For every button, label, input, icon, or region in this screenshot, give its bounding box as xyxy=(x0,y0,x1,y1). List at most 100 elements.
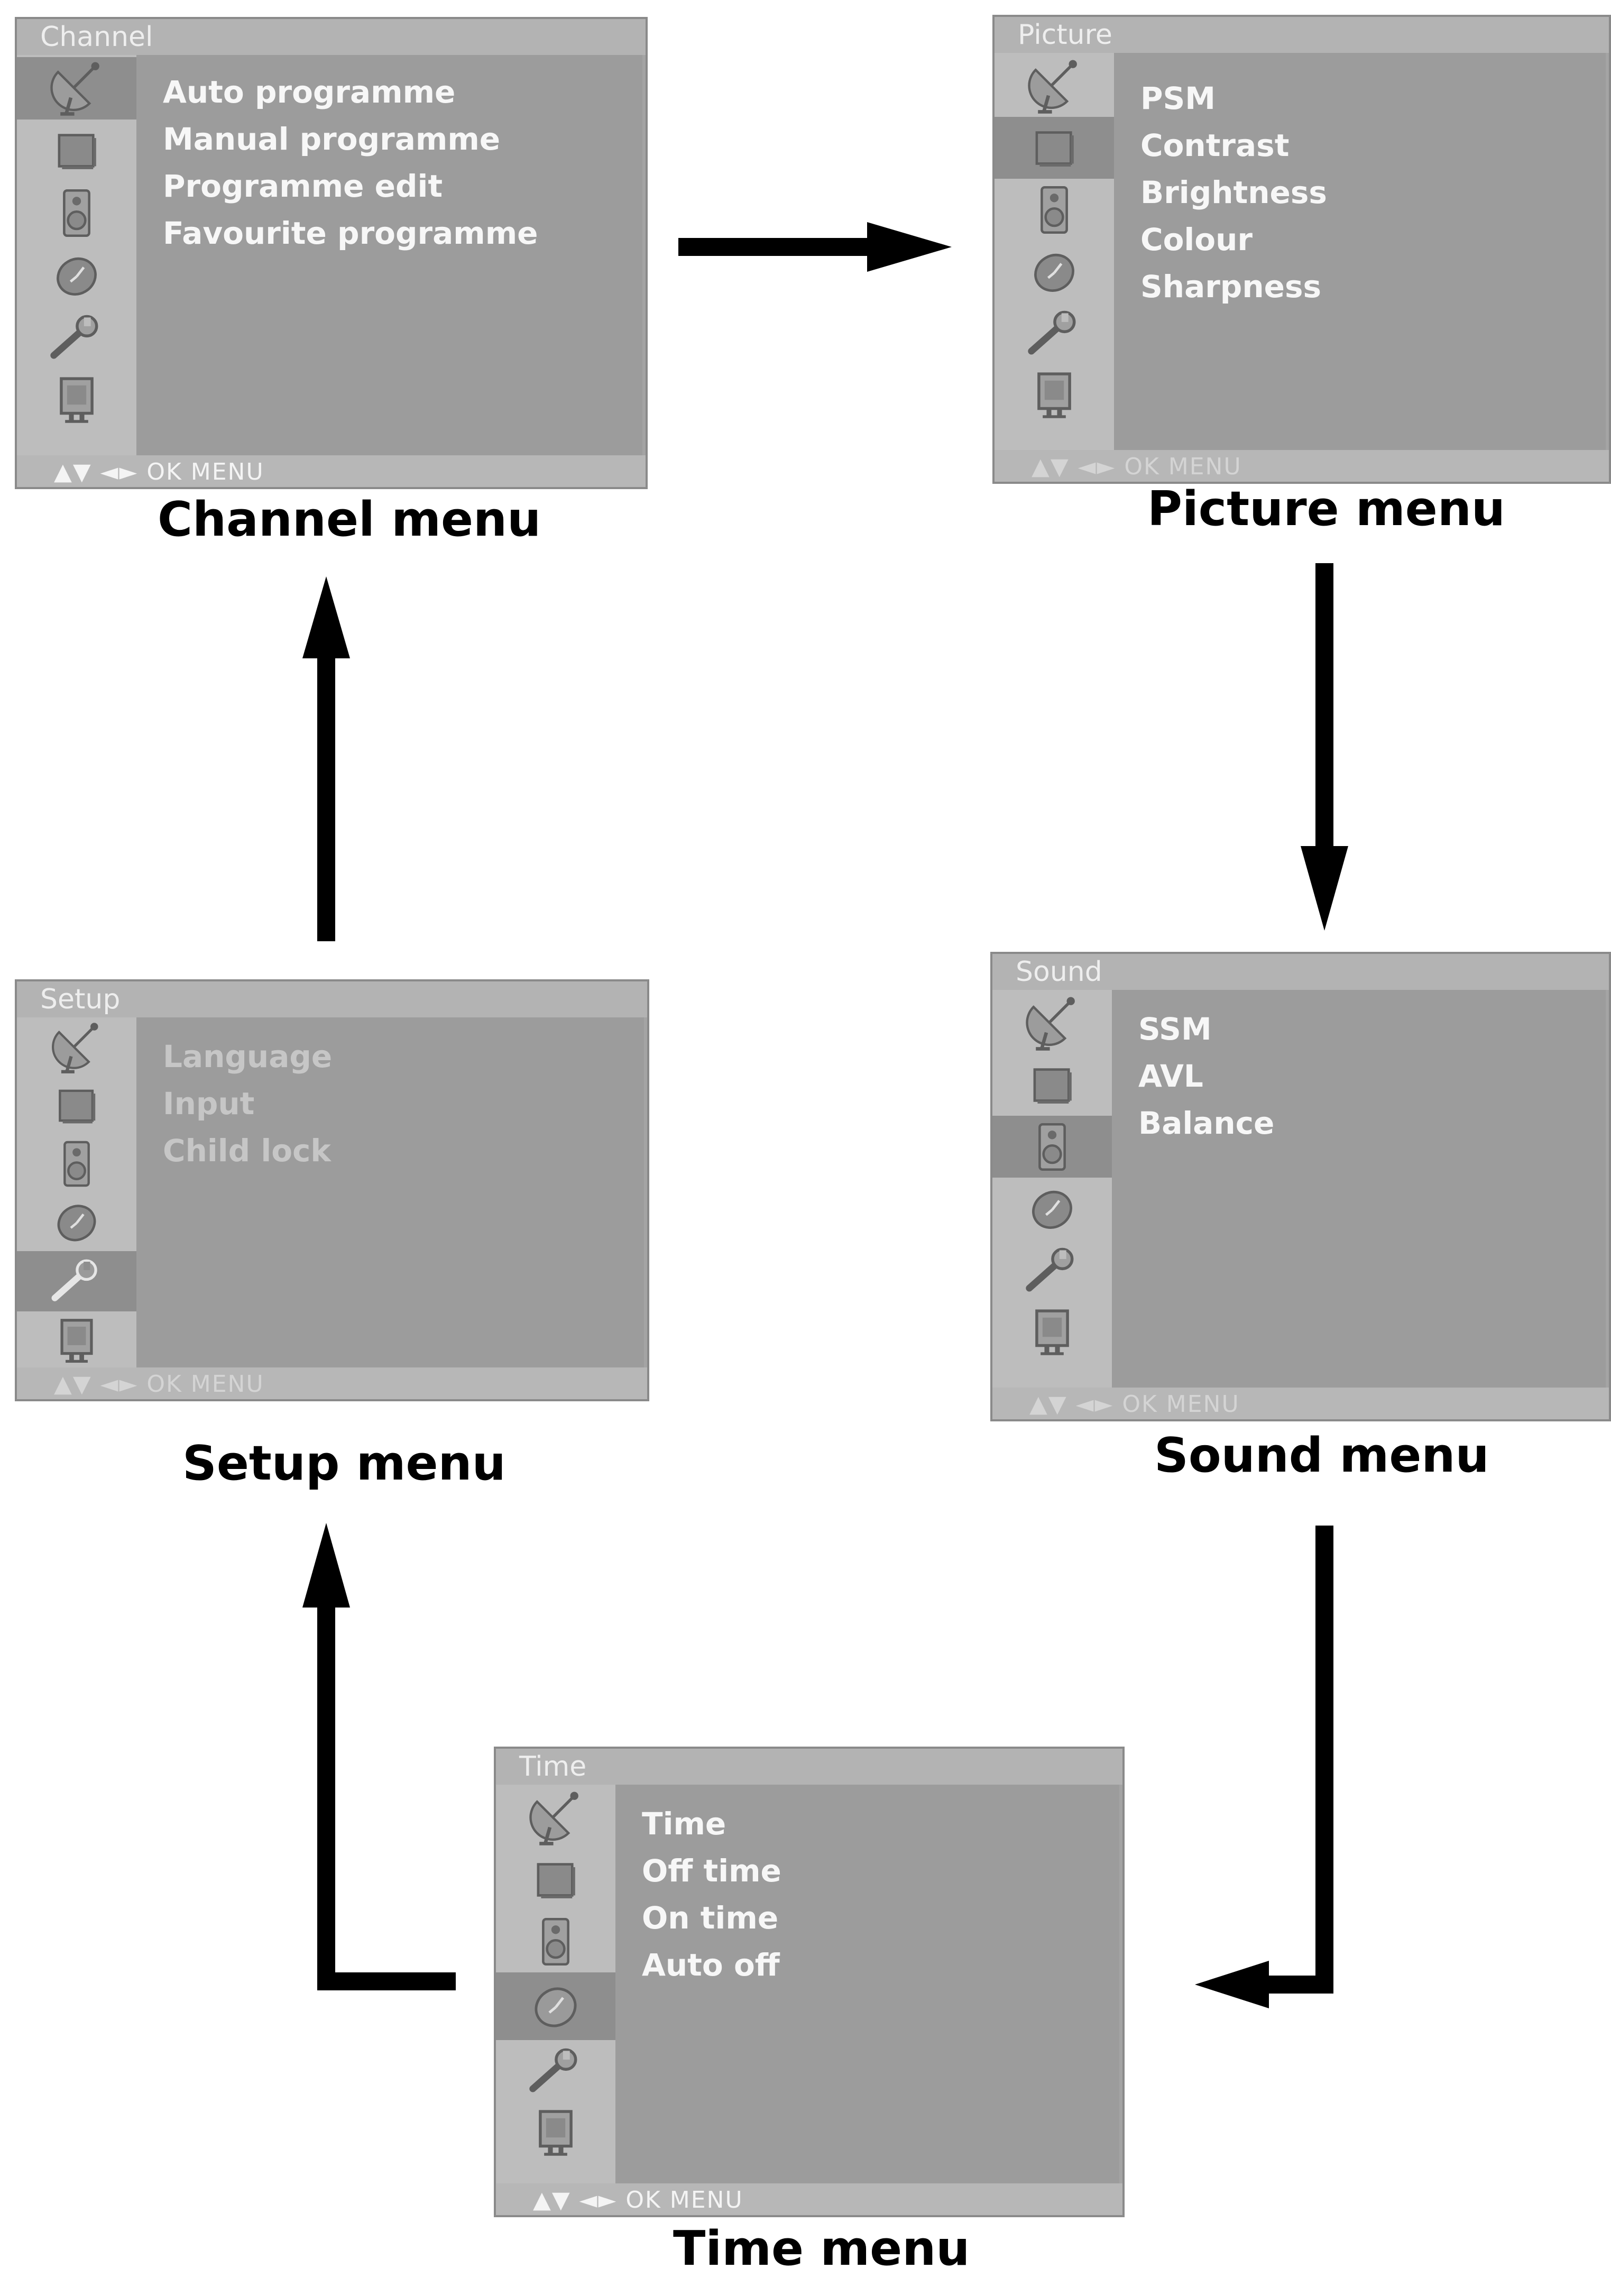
sidebar-item-sound[interactable] xyxy=(496,1911,615,1972)
sidebar-item-picture[interactable] xyxy=(992,1054,1112,1116)
sidebar-item-tv[interactable] xyxy=(992,1301,1112,1363)
clock-icon xyxy=(1034,253,1074,292)
menu-item[interactable]: Balance xyxy=(1138,1105,1275,1141)
sound-menu-caption: Sound menu xyxy=(1154,1428,1489,1483)
setup-menu-panel: Setup Language Input Child lock ▲▼ ◄► OK… xyxy=(15,979,649,1401)
channel-menu-sidebar xyxy=(17,55,136,461)
wrench-icon xyxy=(1026,1247,1074,1292)
nav-hint: ▲▼ ◄► OK MENU xyxy=(533,2187,743,2214)
sidebar-item-channel[interactable] xyxy=(17,57,136,120)
menu-item[interactable]: Auto programme xyxy=(163,74,456,110)
sidebar-item-tv[interactable] xyxy=(17,369,136,431)
menu-item[interactable]: Child lock xyxy=(163,1133,332,1169)
menu-item[interactable]: Time xyxy=(642,1806,726,1842)
picture-menu-footer: ▲▼ ◄► OK MENU xyxy=(995,450,1609,482)
sidebar-item-tv[interactable] xyxy=(496,2102,615,2164)
sidebar-item-picture[interactable] xyxy=(496,1849,615,1911)
channel-menu-caption: Channel menu xyxy=(158,492,541,547)
arrow-channel-to-picture xyxy=(678,222,952,272)
sidebar-item-time[interactable] xyxy=(17,244,136,307)
clock-icon xyxy=(57,1205,96,1242)
menu-item[interactable]: Colour xyxy=(1140,222,1253,258)
wrench-icon xyxy=(1028,310,1076,355)
time-menu-title: Time xyxy=(519,1751,587,1783)
arrow-picture-to-sound xyxy=(1301,563,1348,931)
menu-item[interactable]: Favourite programme xyxy=(163,215,538,251)
speaker-icon xyxy=(63,189,90,237)
menu-item[interactable]: Auto off xyxy=(642,1947,780,1983)
time-menu-footer: ▲▼ ◄► OK MENU xyxy=(496,2183,1122,2215)
menu-item[interactable]: Contrast xyxy=(1140,127,1290,163)
setup-menu-sidebar xyxy=(17,1017,136,1373)
setup-menu-footer: ▲▼ ◄► OK MENU xyxy=(17,1367,647,1399)
picture-icon xyxy=(1035,131,1074,167)
sidebar-item-channel[interactable] xyxy=(992,992,1112,1054)
picture-menu-content: PSM Contrast Brightness Colour Sharpness xyxy=(1114,53,1606,454)
menu-item[interactable]: Programme edit xyxy=(163,168,443,204)
sound-menu-titlebar: Sound xyxy=(992,954,1609,990)
tv-icon xyxy=(60,377,94,423)
menu-item[interactable]: Language xyxy=(163,1039,333,1074)
clock-icon xyxy=(1032,1190,1072,1229)
sidebar-item-channel[interactable] xyxy=(17,1018,136,1077)
picture-icon xyxy=(537,1862,575,1898)
picture-menu-panel: Picture PSM Contrast Brightness Colour S… xyxy=(992,15,1611,484)
picture-icon xyxy=(1033,1068,1072,1104)
sidebar-item-sound[interactable] xyxy=(992,1116,1112,1178)
arrow-setup-to-channel xyxy=(302,576,350,941)
nav-hint: ▲▼ ◄► OK MENU xyxy=(1032,453,1242,480)
setup-menu-content: Language Input Child lock xyxy=(136,1017,644,1373)
sidebar-item-picture[interactable] xyxy=(17,1077,136,1135)
sidebar-item-setup[interactable] xyxy=(17,1251,136,1311)
sidebar-item-setup[interactable] xyxy=(992,1239,1112,1301)
tv-icon xyxy=(539,2109,573,2156)
menu-item[interactable]: AVL xyxy=(1138,1058,1203,1094)
tv-icon xyxy=(1037,372,1071,418)
time-menu-sidebar xyxy=(496,1785,615,2188)
arrow-time-to-setup xyxy=(302,1523,456,1990)
sidebar-item-picture[interactable] xyxy=(17,120,136,182)
menu-item[interactable]: PSM xyxy=(1140,80,1216,116)
menu-item[interactable]: Sharpness xyxy=(1140,269,1321,305)
sidebar-item-sound[interactable] xyxy=(995,179,1114,241)
sidebar-item-setup[interactable] xyxy=(17,307,136,369)
menu-item[interactable]: Input xyxy=(163,1086,255,1122)
nav-hint: ▲▼ ◄► OK MENU xyxy=(1029,1391,1240,1418)
menu-item[interactable]: Manual programme xyxy=(163,121,501,157)
sidebar-item-time[interactable] xyxy=(496,1972,615,2040)
picture-menu-sidebar xyxy=(995,53,1114,454)
satellite-icon xyxy=(1026,997,1075,1051)
satellite-icon xyxy=(1028,60,1077,114)
sidebar-item-time[interactable] xyxy=(17,1193,136,1251)
menu-item[interactable]: SSM xyxy=(1138,1011,1212,1047)
picture-menu-title: Picture xyxy=(1018,19,1112,51)
menu-item[interactable]: Brightness xyxy=(1140,175,1327,210)
speaker-icon xyxy=(1038,1123,1066,1171)
sidebar-item-channel[interactable] xyxy=(995,55,1114,117)
sidebar-item-channel[interactable] xyxy=(496,1787,615,1849)
sidebar-item-tv[interactable] xyxy=(17,1311,136,1371)
menu-item[interactable]: Off time xyxy=(642,1853,781,1889)
clock-icon xyxy=(535,1987,577,2027)
sound-menu-sidebar xyxy=(992,990,1112,1392)
sidebar-item-picture[interactable] xyxy=(995,117,1114,179)
setup-menu-title: Setup xyxy=(40,984,121,1015)
sidebar-item-time[interactable] xyxy=(995,241,1114,302)
nav-hint: ▲▼ ◄► OK MENU xyxy=(54,458,264,485)
sound-menu-content: SSM AVL Balance xyxy=(1112,990,1606,1392)
channel-menu-title: Channel xyxy=(40,21,153,53)
menu-item[interactable]: On time xyxy=(642,1900,779,1936)
sidebar-item-setup[interactable] xyxy=(995,302,1114,364)
channel-menu-content: Auto programme Manual programme Programm… xyxy=(136,55,642,461)
setup-menu-caption: Setup menu xyxy=(182,1436,506,1491)
arrow-sound-to-time xyxy=(1195,1526,1333,2008)
satellite-icon xyxy=(52,1023,98,1073)
sidebar-item-time[interactable] xyxy=(992,1178,1112,1239)
picture-icon xyxy=(59,1089,96,1124)
sound-menu-footer: ▲▼ ◄► OK MENU xyxy=(992,1388,1609,1419)
sidebar-item-setup[interactable] xyxy=(496,2040,615,2102)
sidebar-item-sound[interactable] xyxy=(17,1135,136,1193)
sidebar-item-sound[interactable] xyxy=(17,182,136,244)
sidebar-item-tv[interactable] xyxy=(995,364,1114,426)
